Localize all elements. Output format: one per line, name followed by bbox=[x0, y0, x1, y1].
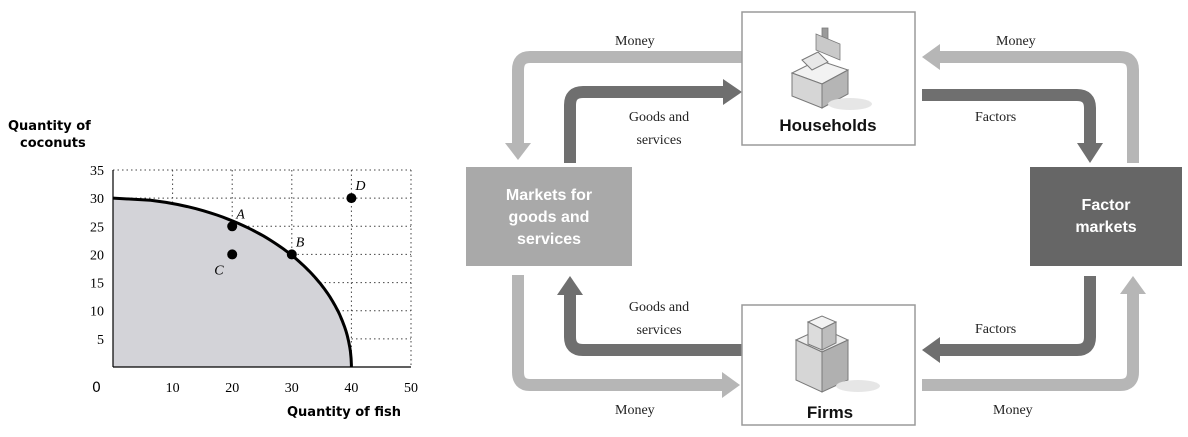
point-c bbox=[227, 249, 238, 260]
x-tick-label: 40 bbox=[344, 381, 358, 396]
x-tick-label: 30 bbox=[285, 381, 299, 396]
factors-arrowhead-bottom bbox=[922, 337, 940, 363]
money-arrowhead-top-left bbox=[505, 143, 531, 160]
firms-box: Firms bbox=[741, 304, 916, 426]
factor-markets-box: Factor markets bbox=[1030, 167, 1182, 266]
point-label-d: D bbox=[354, 179, 365, 194]
goods-label-bottom-line2: services bbox=[636, 323, 681, 338]
factors-label-bottom: Factors bbox=[975, 322, 1016, 337]
point-label-a: A bbox=[235, 207, 245, 222]
ppf-points: A B C D bbox=[214, 179, 365, 278]
y-tick-label: 5 bbox=[97, 333, 104, 348]
goods-arrowhead-bottom bbox=[557, 276, 583, 295]
goods-markets-label-line3: services bbox=[517, 231, 581, 248]
x-tick-label: 10 bbox=[166, 381, 180, 396]
point-label-b: B bbox=[296, 235, 305, 250]
factors-arrow-top bbox=[922, 89, 1096, 143]
y-tick-label: 10 bbox=[90, 305, 104, 320]
origin-label: 0 bbox=[92, 380, 101, 396]
y-tick-label: 20 bbox=[90, 248, 104, 263]
money-label-top-right: Money bbox=[996, 34, 1036, 49]
money-label-top-left: Money bbox=[615, 34, 655, 49]
factory-building-icon bbox=[794, 315, 880, 393]
goods-arrowhead-top bbox=[723, 79, 742, 105]
goods-arrow-top bbox=[564, 86, 723, 163]
factor-markets-label-line2: markets bbox=[1075, 219, 1136, 236]
money-label-bottom-left: Money bbox=[615, 403, 655, 418]
y-tick-label: 25 bbox=[90, 220, 104, 235]
goods-label-top-line1: Goods and bbox=[629, 110, 689, 125]
money-arrow-top-right bbox=[940, 51, 1139, 163]
money-arrow-top-left bbox=[512, 51, 742, 143]
y-axis-label-line2: coconuts bbox=[20, 136, 86, 151]
factor-markets-label-line1: Factor bbox=[1082, 197, 1131, 214]
factors-arrowhead-top bbox=[1077, 143, 1103, 163]
house-icon bbox=[790, 27, 872, 110]
y-tick-labels: 5 10 15 20 25 30 35 bbox=[90, 164, 104, 348]
circular-flow-diagram: Households Firms Markets for goods and s… bbox=[466, 11, 1182, 426]
ppf-curve bbox=[112, 196, 353, 367]
ppf-chart: A B C D 10 20 30 40 50 5 10 15 20 25 30 35 Quantity o… bbox=[8, 119, 418, 420]
point-b bbox=[286, 249, 297, 260]
x-tick-label: 50 bbox=[404, 381, 418, 396]
households-box: Households bbox=[741, 11, 916, 146]
money-arrow-bottom-right bbox=[922, 294, 1139, 391]
factors-label-top: Factors bbox=[975, 110, 1016, 125]
money-label-bottom-right: Money bbox=[993, 403, 1033, 418]
y-tick-label: 35 bbox=[90, 164, 104, 179]
money-arrow-bottom-left bbox=[512, 275, 722, 391]
money-arrowhead-bottom-right bbox=[1120, 276, 1146, 294]
goods-markets-label-line2: goods and bbox=[509, 209, 590, 226]
x-axis-label: Quantity of fish bbox=[287, 405, 401, 420]
money-arrowhead-bottom-left bbox=[722, 372, 740, 398]
factors-arrow-bottom bbox=[940, 276, 1096, 356]
households-label: Households bbox=[779, 116, 876, 135]
money-arrowhead-top-right bbox=[922, 44, 940, 70]
goods-arrow-bottom bbox=[564, 295, 742, 356]
feasible-region bbox=[113, 198, 352, 367]
y-tick-label: 30 bbox=[90, 192, 104, 207]
firms-label: Firms bbox=[807, 403, 853, 422]
x-tick-label: 20 bbox=[225, 381, 239, 396]
x-tick-labels: 10 20 30 40 50 bbox=[166, 381, 418, 396]
y-tick-label: 15 bbox=[90, 277, 104, 292]
point-a bbox=[227, 221, 238, 232]
goods-markets-box: Markets for goods and services bbox=[466, 167, 632, 266]
point-d bbox=[346, 193, 357, 204]
goods-label-bottom-line1: Goods and bbox=[629, 300, 689, 315]
y-axis-label-line1: Quantity of bbox=[8, 119, 91, 134]
point-label-c: C bbox=[214, 263, 224, 278]
goods-label-top-line2: services bbox=[636, 133, 681, 148]
goods-markets-label-line1: Markets for bbox=[506, 187, 592, 204]
